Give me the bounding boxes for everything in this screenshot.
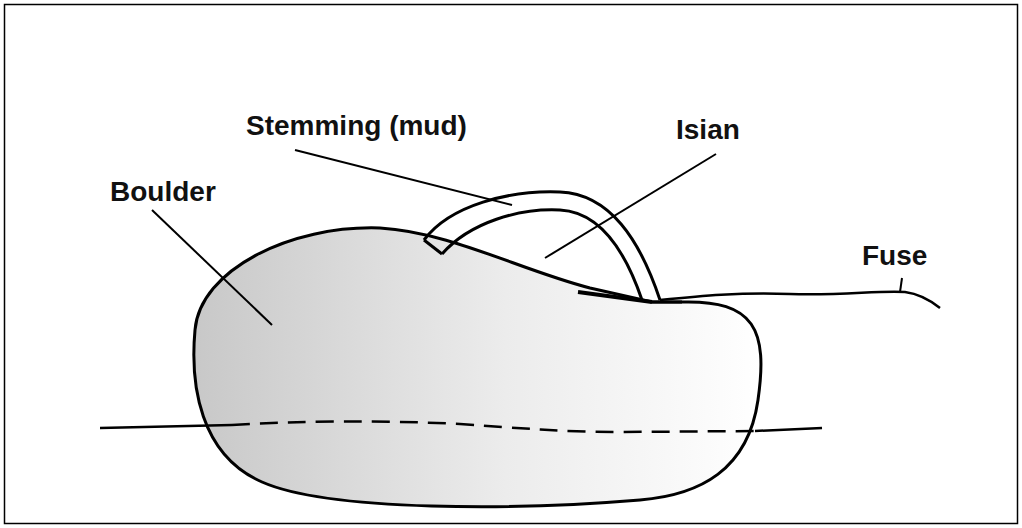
- leader-line: [295, 150, 512, 205]
- ground-line-hidden: [232, 421, 755, 432]
- leader-line: [545, 154, 716, 258]
- stemming-inner: [442, 210, 642, 300]
- leader-line: [900, 278, 902, 292]
- fuse-wire: [660, 292, 940, 308]
- part-label: Fuse: [862, 240, 927, 272]
- ground-line: [755, 428, 822, 431]
- part-label: Isian: [676, 114, 740, 146]
- part-label: Boulder: [110, 176, 216, 208]
- frame: [5, 5, 1018, 524]
- boulder-shape: [194, 228, 761, 507]
- ground-line: [100, 425, 232, 428]
- stemming-outer: [424, 192, 660, 300]
- charge-base: [578, 292, 652, 302]
- part-label: Stemming (mud): [246, 110, 467, 142]
- leader-line: [152, 210, 272, 325]
